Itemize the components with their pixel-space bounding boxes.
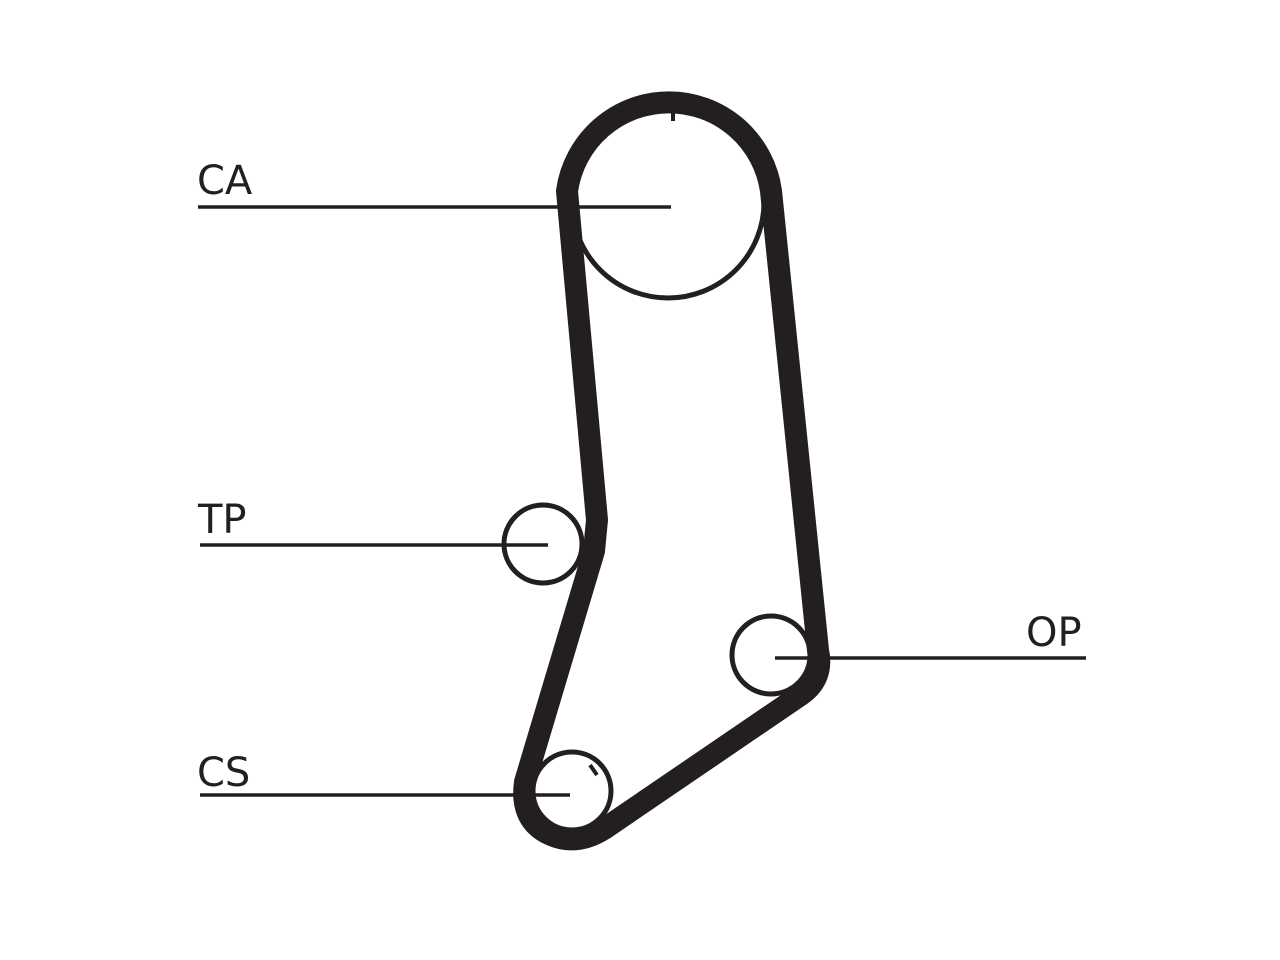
- timing-belt: [513, 91, 831, 851]
- camshaft-label: CA: [197, 158, 253, 204]
- tensioner-label: TP: [197, 497, 247, 543]
- crankshaft-label: CS: [197, 750, 250, 796]
- crankshaft-pulley: [530, 749, 614, 833]
- oil-pump-pulley: [729, 613, 813, 697]
- oil-pump-label: OP: [1026, 610, 1082, 656]
- crankshaft-timing-mark: [588, 763, 599, 777]
- camshaft-pulley: [569, 103, 767, 301]
